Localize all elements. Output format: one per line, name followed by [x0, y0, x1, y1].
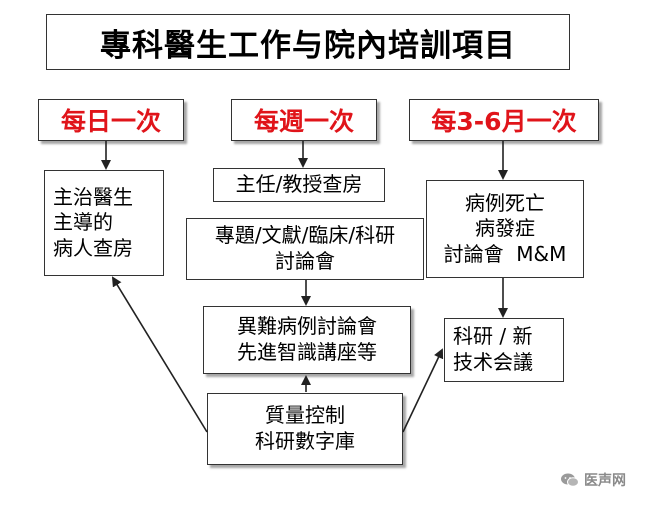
node-research-tech-line-1: 科研 / 新 [453, 324, 533, 349]
arrow-quality-to-attending [111, 276, 208, 433]
node-difficult-cases-line-2: 先進智識講座等 [237, 340, 377, 364]
node-research-tech-line-2: 技术会議 [453, 350, 533, 374]
node-attending-rounds-line-2: 主導的 [53, 210, 113, 235]
node-mm-conference-line-1: 病例死亡 [464, 190, 545, 215]
wechat-icon [560, 472, 580, 488]
node-quality-control: 質量控制 科研數字庫 [207, 393, 403, 465]
frequency-daily: 每日一次 [38, 99, 184, 141]
node-difficult-cases-line-1: 異難病例討論會 [237, 314, 377, 339]
node-attending-rounds-line-3: 病人查房 [53, 235, 133, 260]
node-mm-conference-line-2: 病發症 [474, 216, 535, 241]
watermark-text: 医声网 [584, 473, 626, 489]
node-topic-discussion: 專題/文獻/臨床/科研 討論會 [186, 218, 424, 280]
arrow-quality-to-research [402, 348, 444, 433]
frequency-periodic: 每3-6月一次 [409, 99, 599, 141]
node-difficult-cases: 異難病例討論會 先進智識講座等 [203, 306, 411, 374]
node-mm-conference-line-3: 討論會 M&M [443, 241, 567, 266]
frequency-weekly: 每週一次 [231, 99, 377, 141]
diagram-title: 專科醫生工作与院內培訓項目 [46, 14, 570, 70]
node-topic-discussion-line-1: 專題/文獻/臨床/科研 [214, 223, 396, 248]
node-quality-control-line-2: 科研數字庫 [255, 429, 355, 453]
node-director-rounds: 主任/教授查房 [213, 168, 385, 202]
node-mm-conference: 病例死亡 病發症 討論會 M&M [426, 180, 584, 278]
watermark: 医声网 [560, 470, 626, 490]
node-research-tech: 科研 / 新 技术会議 [444, 318, 564, 382]
node-quality-control-line-1: 質量控制 [265, 403, 345, 428]
node-attending-rounds-line-1: 主治醫生 [53, 184, 133, 209]
node-attending-rounds: 主治醫生 主導的 病人查房 [44, 170, 164, 276]
node-topic-discussion-line-2: 討論會 [275, 249, 335, 273]
